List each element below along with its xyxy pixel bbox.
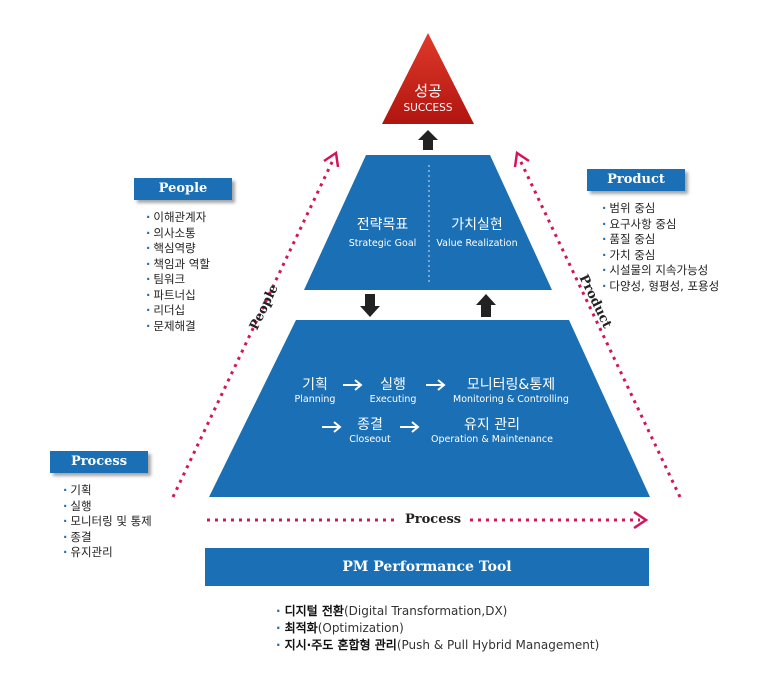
people-arrowhead [323, 150, 340, 168]
process-item: 모니터링 및 통제 [63, 514, 151, 530]
process-item: 기획 [63, 483, 152, 499]
tool-bar-bg [205, 548, 649, 586]
product-item: 품질 중심 [602, 232, 719, 248]
people-item: 의사소통 [146, 226, 210, 242]
bullet-icon: · [276, 621, 281, 635]
flow-monitoring-en: Monitoring & Controlling [453, 394, 569, 405]
bullet-icon: · [276, 638, 281, 652]
flow-operation-en: Operation & Maintenance [431, 434, 553, 445]
people-list: 이해관계자 의사소통 핵심역량 책임과 역할 팀워크 파트너십 리더십 문제해결 [146, 210, 210, 334]
people-item: 파트너십 [146, 288, 210, 304]
tool-feature-bold: 최적화 [284, 621, 318, 635]
value-realization-label: 가치실현 Value Realization [431, 214, 523, 249]
product-title: Product [587, 169, 685, 191]
people-item: 팀워크 [146, 272, 210, 288]
people-item: 핵심역량 [146, 241, 210, 257]
bullet-icon: · [276, 604, 281, 618]
people-dashed-line [171, 159, 335, 498]
tool-feature-bold: 디지털 전환 [284, 604, 344, 618]
flow-closeout-en: Closeout [349, 434, 391, 445]
strategic-goal-en: Strategic Goal [348, 238, 417, 249]
process-title: Process [50, 451, 148, 473]
strategic-goal-label: 전략목표 Strategic Goal [340, 214, 425, 249]
product-item: 다양성, 형평성, 포용성 [602, 279, 719, 295]
product-list: 범위 중심 요구사항 중심 품질 중심 가치 중심 시설물의 지속가능성 다양성… [602, 201, 719, 294]
people-title: People [134, 178, 232, 200]
flow-closeout-ko: 종결 [357, 417, 383, 433]
product-item: 요구사항 중심 [602, 217, 719, 233]
tool-feature-rest: (Optimization) [317, 621, 404, 635]
flow-arrows [322, 379, 446, 433]
down-arrow-icon [360, 294, 380, 317]
process-item: 종결 [63, 530, 152, 546]
flow-operation: 유지 관리 Operation & Maintenance [424, 414, 560, 445]
tool-feature: ·최적화(Optimization) [276, 620, 599, 637]
flow-operation-ko: 유지 관리 [464, 417, 520, 433]
tool-feature: ·디지털 전환(Digital Transformation,DX) [276, 603, 599, 620]
strategic-goal-ko: 전략목표 [356, 217, 409, 233]
apex-en: SUCCESS [403, 102, 453, 114]
apex-label: 성공 SUCCESS [383, 80, 473, 114]
flow-closeout: 종결 Closeout [344, 414, 396, 445]
product-item: 가치 중심 [602, 248, 719, 264]
process-list: 기획 실행 모니터링 및 통제 종결 유지관리 [63, 483, 152, 561]
apex-ko: 성공 [414, 82, 442, 100]
people-item: 이해관계자 [146, 210, 210, 226]
process-trapezoid [209, 320, 650, 497]
process-arrowhead [633, 510, 649, 530]
value-realization-en: Value Realization [436, 238, 518, 249]
flow-executing: 실행 Executing [364, 374, 422, 405]
tool-feature: ·지시·주도 혼합형 관리(Push & Pull Hybrid Managem… [276, 637, 599, 654]
flow-planning-en: Planning [294, 394, 336, 405]
success-triangle [382, 33, 474, 124]
tool-feature-rest: (Digital Transformation,DX) [343, 604, 508, 618]
people-item: 책임과 역할 [146, 257, 210, 273]
tool-bar-label: PM Performance Tool [342, 559, 512, 575]
product-item: 시설물의 지속가능성 [602, 263, 719, 279]
process-bottom-label: Process [405, 512, 462, 527]
tool-features-list: ·디지털 전환(Digital Transformation,DX) ·최적화(… [276, 603, 599, 654]
flow-planning-ko: 기획 [302, 377, 328, 393]
process-item: 실행 [63, 499, 152, 515]
up-arrow-icon-2 [476, 294, 496, 317]
product-arrowhead [513, 150, 530, 168]
people-item: 리더십 [146, 303, 210, 319]
flow-executing-ko: 실행 [380, 377, 406, 393]
flow-monitoring-ko: 모니터링&통제 [466, 377, 556, 393]
process-item: 유지관리 [63, 545, 152, 561]
value-realization-ko: 가치실현 [451, 217, 503, 233]
flow-executing-en: Executing [369, 394, 417, 405]
strategy-trapezoid [304, 155, 552, 290]
tool-feature-bold: 지시·주도 혼합형 관리 [284, 638, 397, 652]
up-arrow-icon [418, 130, 438, 150]
flow-monitoring: 모니터링&통제 Monitoring & Controlling [448, 374, 574, 405]
flow-planning: 기획 Planning [290, 374, 340, 405]
people-item: 문제해결 [146, 319, 210, 335]
product-item: 범위 중심 [602, 201, 719, 217]
product-dashed-line [518, 159, 682, 498]
tool-feature-rest: (Push & Pull Hybrid Management) [396, 638, 600, 652]
